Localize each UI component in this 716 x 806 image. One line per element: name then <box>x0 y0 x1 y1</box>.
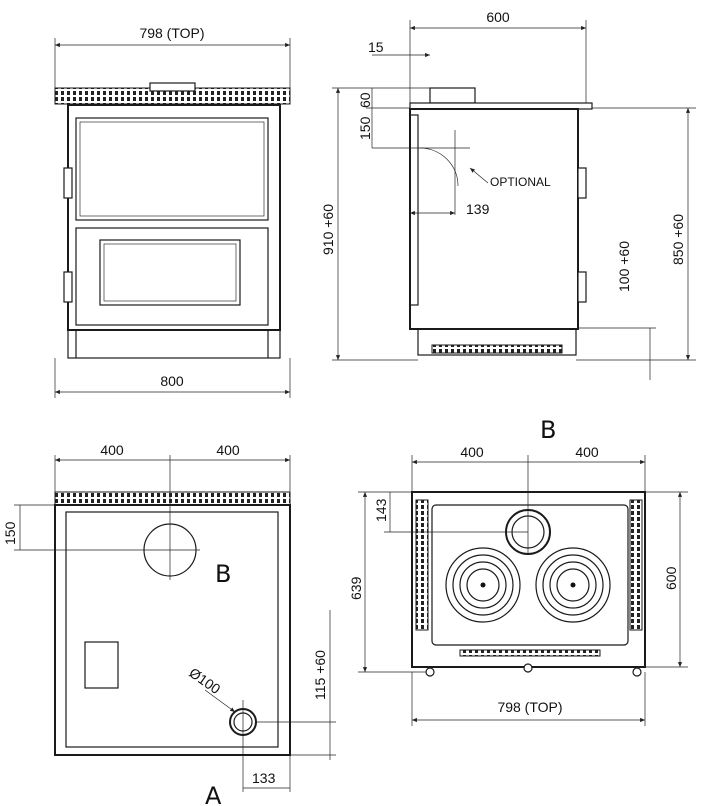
dim-depth: 600 <box>486 9 510 25</box>
side-view: OPTIONAL 139 600 15 60 150 910 +60 850 +… <box>320 9 696 380</box>
top-view: B 400 400 143 639 600 798 (TOP) <box>348 416 688 726</box>
top-grill-right <box>629 499 643 631</box>
drawing-stroke <box>570 582 576 588</box>
oven-window-inner <box>103 243 237 302</box>
dim-outlet-height: 115 +60 <box>312 650 328 700</box>
drawing-stroke <box>556 568 590 602</box>
dim-flue-offset: 139 <box>466 201 490 217</box>
diameter-leader <box>204 689 236 713</box>
foot-left <box>425 667 435 677</box>
side-plinth <box>417 328 577 356</box>
drawing-stroke <box>466 568 500 602</box>
drawing-stroke <box>459 561 507 609</box>
rear-body <box>54 504 291 756</box>
rear-top-grill <box>54 491 291 506</box>
dim-overall-depth: 639 <box>348 576 364 600</box>
dim-flue-depth: 143 <box>373 498 389 522</box>
top-grill-left <box>415 499 429 631</box>
hotplate-right <box>535 547 611 623</box>
dim-top-left-400: 400 <box>460 444 484 460</box>
side-handle-top <box>577 167 587 199</box>
front-view: 798 (TOP) 800 <box>54 25 291 398</box>
optional-label: OPTIONAL <box>490 175 551 189</box>
drawing-stroke <box>542 554 604 616</box>
rear-view: 400 400 150 B Ø100 115 +60 133 A <box>2 442 336 806</box>
front-plinth <box>67 329 281 359</box>
dim-overall-width: 800 <box>160 373 184 389</box>
dim-top-right-400: 400 <box>575 444 599 460</box>
label-a: A <box>205 782 222 806</box>
top-grill-front <box>459 649 601 657</box>
cooktop-plate <box>431 504 629 646</box>
hotplate-left <box>445 547 521 623</box>
dim-right-400: 400 <box>216 442 240 458</box>
label-b-rear: B <box>215 560 231 588</box>
oven-window <box>99 239 241 306</box>
door-handle-top <box>63 167 73 199</box>
dim-15: 15 <box>368 39 384 55</box>
firebox-door <box>75 117 269 221</box>
optional-arc <box>419 147 459 187</box>
dim-depth-600: 600 <box>663 566 679 590</box>
dim-height: 910 +60 <box>320 204 336 255</box>
flue-collar <box>149 82 196 92</box>
dim-150: 150 <box>357 116 373 140</box>
oven-door <box>75 227 269 326</box>
drawing-stroke <box>480 582 486 588</box>
dim-60: 60 <box>357 92 373 108</box>
label-b-top: B <box>540 416 556 444</box>
optional-leader <box>469 167 489 184</box>
drawing-stroke <box>549 561 597 609</box>
side-door-profile <box>409 114 419 306</box>
foot-right <box>632 667 642 677</box>
drawing-stroke <box>452 554 514 616</box>
side-vent <box>431 344 563 354</box>
dim-diameter: Ø100 <box>186 664 223 697</box>
door-handle-bottom <box>63 271 73 303</box>
dim-plinth-height: 100 +60 <box>616 241 632 292</box>
dim-left-400: 400 <box>100 442 124 458</box>
drawing-stroke <box>445 547 521 623</box>
rear-plate <box>84 641 119 689</box>
foot-mid <box>523 663 533 673</box>
side-body <box>409 108 579 330</box>
side-handle-bottom <box>577 271 587 303</box>
dim-hob-height: 850 +60 <box>670 214 686 265</box>
dim-top-view-width: 798 (TOP) <box>497 699 562 715</box>
dim-flue-height: 150 <box>2 521 18 545</box>
drawing-stroke <box>535 547 611 623</box>
dim-top-width: 798 (TOP) <box>139 25 204 41</box>
firebox-door-inner <box>79 121 265 217</box>
side-flue <box>429 87 476 104</box>
dim-outlet-offset: 133 <box>252 770 276 786</box>
rear-panel <box>65 511 279 748</box>
